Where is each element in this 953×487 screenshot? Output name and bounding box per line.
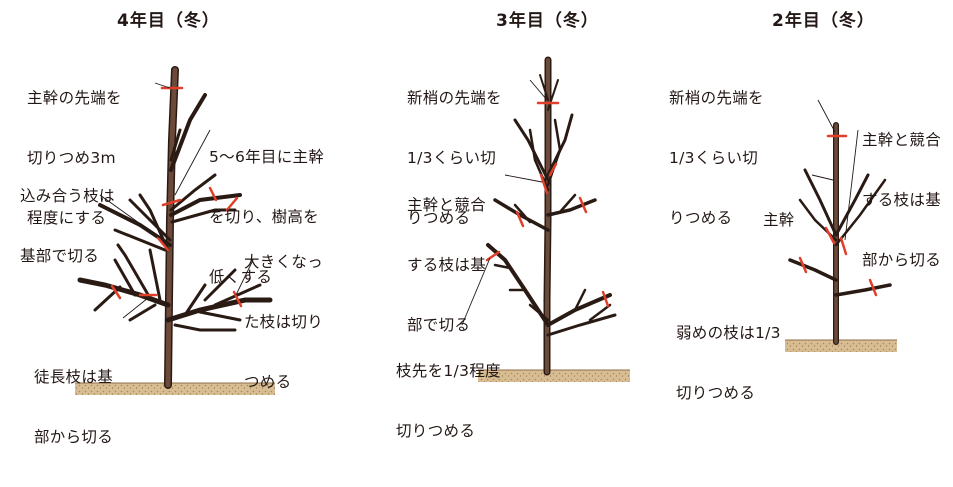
note-lower-tree-height: 5〜6年目に主幹 を切り、樹高を 低くする [209,107,324,327]
ground-year-4 [75,383,275,395]
note-line: りつめる [407,209,471,227]
cut-mark [515,210,525,228]
note-line: 込み合う枝は [20,187,115,205]
cut-mark [548,162,558,177]
leader-line [529,79,548,101]
panel-title-year-4: 4年目（冬） [117,11,220,31]
note-cut-leader-top: 主幹の先端を 切りつめ3m 程度にする [27,48,122,268]
note-line: 主幹と競合 [407,196,487,214]
cut-mark [798,256,808,274]
cut-mark [539,173,549,195]
note-crowded-branches: 込み合う枝は 基部で切る [20,146,115,306]
note-shoot-tips-year-2: 新梢の先端を 1/3くらい切 りつめる [669,48,764,268]
note-line: 部から切る [862,251,942,269]
note-line: 大きくなっ [244,253,324,271]
note-line: 徒長枝は基 [34,368,114,386]
note-competing-branches-year-2: 主幹と競合 する枝は基 部から切る [862,90,953,310]
note-line: た枝は切り [244,313,324,331]
leader-line [461,257,491,326]
cut-mark [110,284,122,300]
note-weak-branches-year-2: 弱めの枝は1/3 切りつめる [676,283,781,443]
cut-mark [601,290,610,308]
note-line: を切り、樹高を [209,208,319,226]
cut-mark [485,250,501,262]
note-line: 新梢の先端を [407,89,502,107]
cut-mark [578,196,588,214]
cut-mark [208,186,218,202]
cut-mark [225,196,239,212]
panel-title-year-2: 2年目（冬） [772,11,875,31]
cut-mark [156,236,170,252]
note-line: 部で切る [407,316,471,334]
leader-line [174,129,211,196]
note-line: 程度にする [27,209,107,227]
note-line: 主幹の先端を [27,89,122,107]
note-line: 1/3くらい切 [407,149,497,167]
tree-illustrations [75,56,897,395]
note-branch-tips-year-3: 枝先を1/3程度 切りつめる [396,321,501,481]
panel-title-year-3: 3年目（冬） [496,11,599,31]
cut-mark [232,290,243,308]
note-line: 主幹 [763,211,795,229]
note-line: 切りつめる [676,384,756,402]
note-line: 部から切る [34,428,114,446]
note-line: つめる [244,373,292,391]
note-line: 枝先を1/3程度 [396,362,501,380]
leader-line [811,174,834,181]
note-line: 低くする [209,268,273,286]
cut-mark [868,278,878,297]
note-main-trunk: 主幹 [763,170,795,270]
leader-line [122,297,149,319]
leader-line [817,99,836,133]
note-large-branches: 大きくなっ た枝は切り つめる [244,212,323,432]
leader-line [99,194,161,239]
leader-line [154,82,171,89]
note-line: 5〜6年目に主幹 [209,148,325,166]
leader-line [504,174,543,183]
note-line: 基部で切る [20,247,100,265]
note-line: 切りつめる [396,422,476,440]
note-line: 新梢の先端を [669,89,764,107]
note-line: 切りつめ3m [27,149,116,167]
leader-line [844,129,859,241]
ground-year-3 [478,370,630,382]
note-line: りつめる [669,209,733,227]
cut-mark [839,236,848,256]
note-competing-branches-year-3: 主幹と競合 する枝は基 部で切る [407,155,486,375]
pruning-diagram: 4年目（冬） 3年目（冬） 2年目（冬） 主幹の先端を 切りつめ3m 程度にする… [20,11,953,446]
note-line: する枝は基 [407,256,487,274]
tree-year-2 [785,99,897,352]
cut-mark [824,226,836,245]
cut-mark [161,198,182,207]
note-line: 1/3くらい切 [669,149,759,167]
leader-line [235,259,254,296]
note-water-sprouts: 徒長枝は基 部から切る [34,327,113,487]
tree-year-3 [461,56,630,382]
note-shoot-tips-year-3: 新梢の先端を 1/3くらい切 りつめる [407,48,502,268]
ground-year-2 [785,340,897,352]
note-line: する枝は基 [862,191,942,209]
note-line: 弱めの枝は1/3 [676,324,781,342]
tree-year-4 [75,66,275,395]
note-line: 主幹と競合 [862,131,942,149]
